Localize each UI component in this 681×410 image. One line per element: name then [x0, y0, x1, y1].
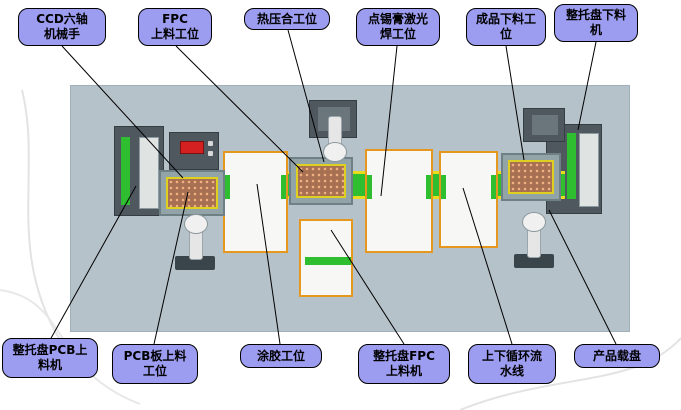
conveyor-belt-strip [305, 257, 351, 265]
conveyor-pass-through [225, 175, 230, 199]
control-display-module [169, 132, 219, 170]
finished-unload-station-module [501, 153, 561, 201]
machine-door [139, 137, 159, 209]
circulation-line-enclosure [439, 151, 498, 248]
button-dot [208, 151, 213, 156]
conveyor-pass-through [281, 175, 286, 199]
callout-tray-fpc-loader: 整托盘FPC 上料机 [358, 344, 450, 384]
callout-ccd-six-axis-robot: CCD六轴 机械手 [18, 8, 106, 46]
connector-line [380, 45, 398, 197]
callout-tray-unloader: 整托盘下料 机 [554, 4, 638, 42]
pcb-tray-loader-machine [114, 126, 164, 216]
callout-hot-press-station: 热压合工位 [244, 8, 330, 30]
conveyor-pass-through [441, 175, 446, 199]
ccd-robot-right [507, 212, 561, 270]
machine-layout-image [70, 85, 630, 332]
robot-head [522, 212, 546, 232]
conveyor-pass-through [426, 175, 431, 199]
robot-base [514, 254, 554, 268]
connector-line [462, 187, 513, 345]
laser-weld-station-enclosure [365, 149, 433, 253]
callout-fpc-loading-station: FPC 上料工位 [138, 8, 212, 46]
product-carrier-tray [296, 164, 346, 198]
connector-line [287, 29, 325, 163]
connector-line [505, 45, 525, 161]
robot-base [175, 256, 215, 270]
connector-line [175, 45, 304, 173]
connector-line [256, 183, 281, 345]
green-light-stripe [121, 137, 130, 205]
callout-glue-station: 涂胶工位 [240, 344, 322, 368]
product-carrier-tray [508, 160, 554, 194]
conveyor-segment [351, 171, 367, 199]
connector-line [153, 191, 189, 345]
ccd-robot-center [315, 110, 355, 162]
product-carrier-tray [166, 177, 218, 209]
connector-line [330, 229, 405, 345]
connector-line [548, 209, 617, 345]
robot-head [184, 214, 208, 234]
connector-line [61, 45, 184, 179]
conveyor-pass-through [491, 175, 496, 199]
conveyor-segment [496, 171, 504, 199]
robot-head [323, 142, 347, 162]
callout-product-carrier: 产品载盘 [574, 344, 660, 368]
connector-line [49, 185, 137, 341]
button-dot [208, 141, 213, 146]
fpc-loading-station-module [289, 157, 353, 205]
callout-tray-pcb-loader: 整托盘PCB上 料机 [2, 338, 98, 378]
green-light-stripe [567, 133, 576, 199]
callout-updown-circulation-line: 上下循环流 水线 [468, 344, 556, 384]
machine-door [579, 133, 599, 207]
callout-finished-unload-station: 成品下料工 位 [466, 8, 546, 46]
module-inner-panel [532, 115, 558, 135]
conveyor-segment [559, 171, 565, 199]
connector-line [577, 41, 597, 131]
callout-pcb-loading-station: PCB板上料 工位 [112, 344, 198, 384]
conveyor-pass-through [367, 175, 372, 199]
fpc-tray-loader-enclosure [299, 219, 353, 297]
pcb-loading-station-module [159, 170, 225, 216]
ccd-robot-left [167, 214, 223, 272]
red-display-screen [180, 141, 204, 154]
conveyor-segment [431, 171, 441, 199]
unload-gantry-module [523, 108, 565, 142]
callout-solder-laser-weld-station: 点锡膏激光 焊工位 [356, 8, 440, 46]
